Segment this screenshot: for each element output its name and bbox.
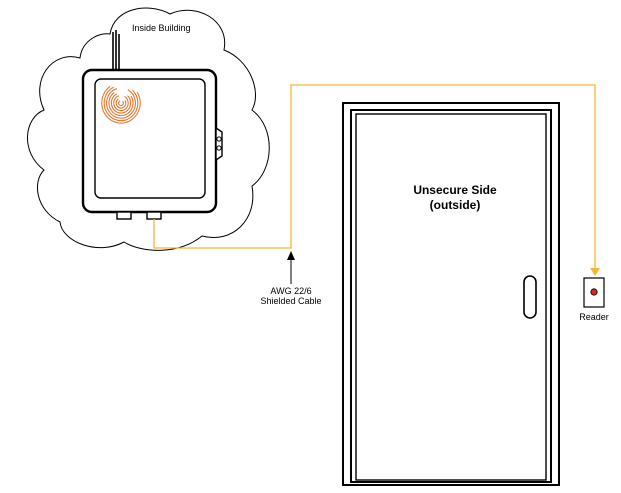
cable-label-line2: Shielded Cable <box>260 296 321 306</box>
fingerprint-ridge <box>103 86 139 122</box>
reader-led <box>590 288 598 296</box>
fingerprint-ridge <box>101 85 141 124</box>
fingerprint-ridge <box>108 92 134 117</box>
door-handle <box>523 275 537 319</box>
cable-arrowhead <box>590 268 600 276</box>
fingerprint-icon <box>101 85 141 124</box>
fingerprint-ridge <box>118 100 124 107</box>
cable-label-line1: AWG 22/6 <box>270 286 311 296</box>
door-icon <box>342 102 560 486</box>
controller-box-icon <box>81 68 223 220</box>
reader-label: Reader <box>579 312 609 322</box>
fingerprint-ridge <box>106 88 136 119</box>
unsecure-side-title: Unsecure Side <box>413 183 497 197</box>
fingerprint-ridge <box>113 95 129 112</box>
inside-building-label: Inside Building <box>132 23 191 33</box>
fingerprint-ridge <box>115 98 127 109</box>
cable-callout-arrow <box>287 251 295 284</box>
cable-route <box>153 84 600 276</box>
unsecure-side-subtitle: (outside) <box>430 198 481 212</box>
antenna-icon <box>112 30 120 72</box>
fingerprint-ridge <box>110 93 132 114</box>
card-reader-icon <box>583 277 605 308</box>
